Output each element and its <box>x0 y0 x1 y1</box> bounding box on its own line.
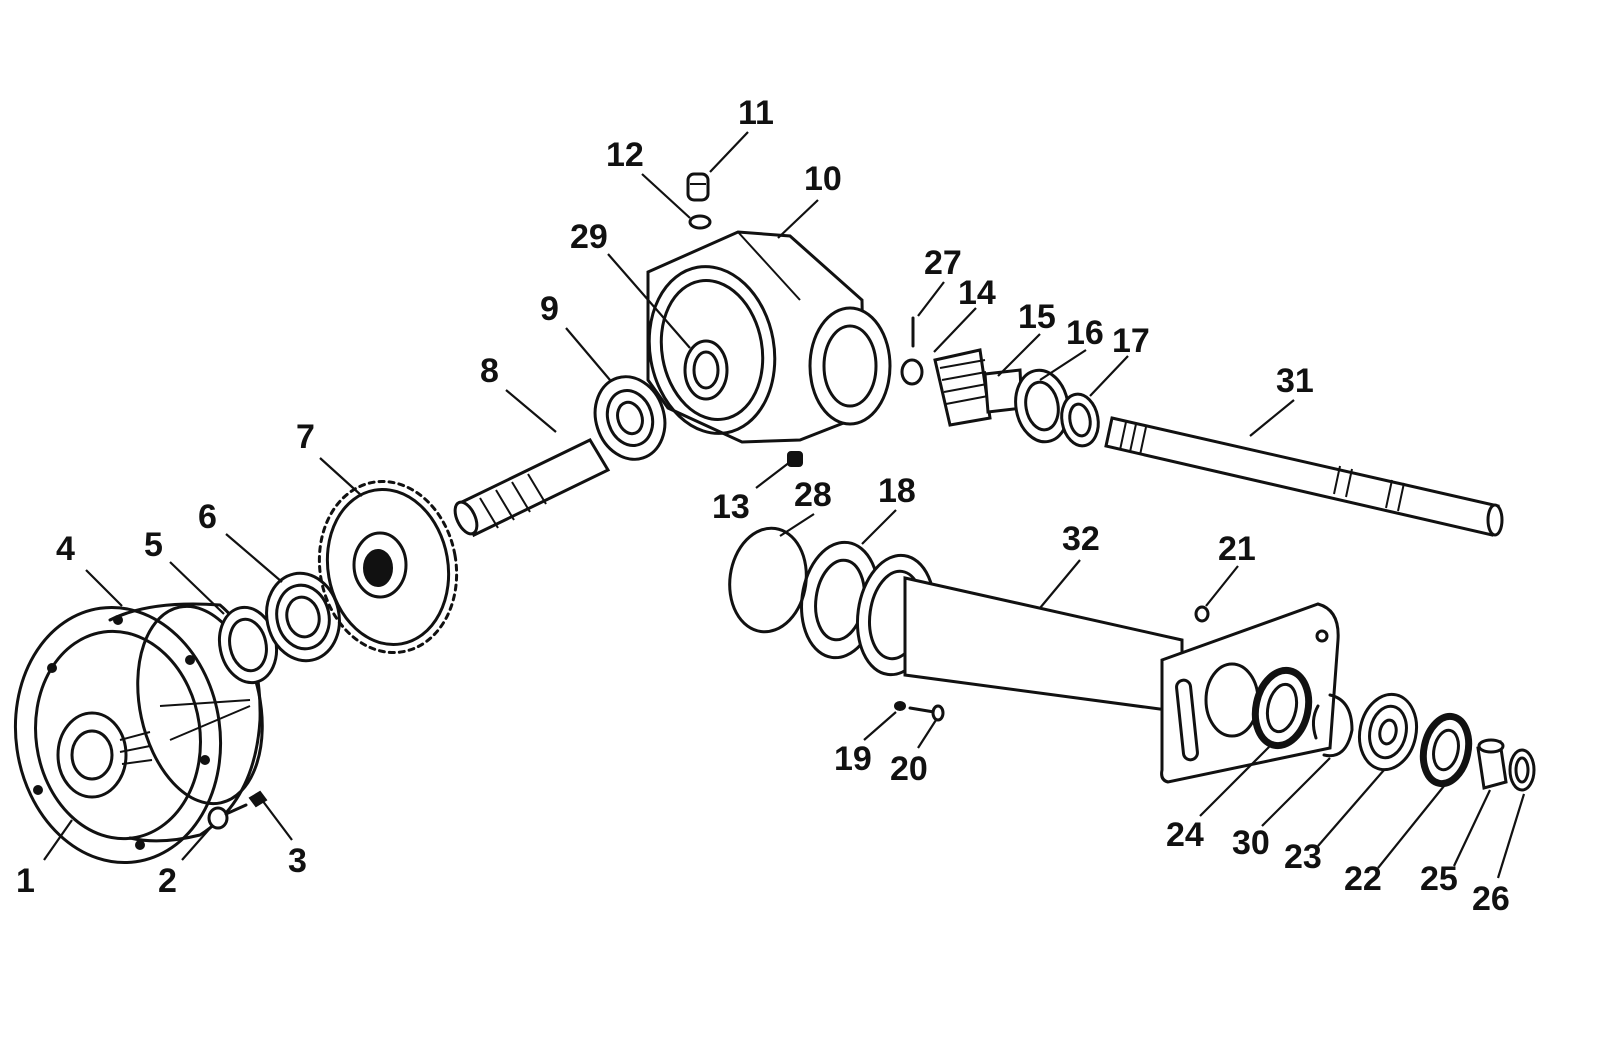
part-32-tube-housing <box>855 553 1340 784</box>
callout-31: 31 <box>1276 362 1314 400</box>
part-5-seal <box>217 605 279 685</box>
part-31-long-shaft <box>1104 416 1504 537</box>
callout-16: 16 <box>1066 314 1104 352</box>
callout-21: 21 <box>1218 530 1256 568</box>
part-7-ring-gear <box>317 479 459 655</box>
part-28-gasket <box>728 526 808 634</box>
part-25-sleeve <box>1476 738 1508 790</box>
callout-25: 25 <box>1420 860 1458 898</box>
callout-6: 6 <box>198 498 217 536</box>
callout-24: 24 <box>1166 816 1204 854</box>
callout-32: 32 <box>1062 520 1100 558</box>
callout-9: 9 <box>540 290 559 328</box>
callout-11: 11 <box>738 94 774 132</box>
part-23-bearing <box>1357 692 1419 772</box>
callout-30: 30 <box>1232 824 1270 862</box>
part-20-bolt <box>908 704 945 722</box>
callout-13: 13 <box>712 488 750 526</box>
callout-27: 27 <box>924 244 962 282</box>
part-11-breather-plug <box>686 172 710 202</box>
callout-18: 18 <box>878 472 916 510</box>
part-30-circlip <box>1311 693 1354 758</box>
callout-19: 19 <box>834 740 872 778</box>
callout-15: 15 <box>1018 298 1056 336</box>
part-4-housing-bell <box>108 602 264 843</box>
part-3-washer <box>248 790 268 808</box>
callout-12: 12 <box>606 136 644 174</box>
part-12-o-ring <box>688 214 712 230</box>
callout-10: 10 <box>804 160 842 198</box>
callout-26: 26 <box>1472 880 1510 918</box>
part-29-seal <box>683 339 729 401</box>
part-21-nut <box>1194 605 1210 623</box>
part-22-seal <box>1419 712 1473 788</box>
callout-labels: 1 2 3 4 5 6 7 8 9 10 11 12 13 14 15 16 1… <box>16 94 1510 918</box>
callout-29: 29 <box>570 218 608 256</box>
callout-5: 5 <box>144 526 163 564</box>
part-6-bearing <box>265 571 341 663</box>
callout-28: 28 <box>794 476 832 514</box>
callout-8: 8 <box>480 352 499 390</box>
callout-22: 22 <box>1344 860 1382 898</box>
part-10-gearbox-housing <box>646 230 892 444</box>
part-8-splined-shaft <box>453 438 611 538</box>
callout-4: 4 <box>56 530 75 568</box>
part-9-bearing <box>593 375 667 461</box>
leader-lines <box>43 131 1526 879</box>
callout-1: 1 <box>16 862 35 900</box>
part-19-washer <box>894 701 906 711</box>
part-26-nut <box>1508 748 1536 792</box>
callout-7: 7 <box>296 418 315 456</box>
part-2-bolt <box>207 803 248 830</box>
callout-2: 2 <box>158 862 177 900</box>
part-24-seal <box>1251 666 1313 750</box>
callout-23: 23 <box>1284 838 1322 876</box>
callout-14: 14 <box>958 274 996 312</box>
part-13-plug <box>787 451 803 467</box>
part-17-ring <box>1060 392 1100 448</box>
callout-20: 20 <box>890 750 928 788</box>
callout-17: 17 <box>1112 322 1150 360</box>
callout-3: 3 <box>288 842 307 880</box>
part-14-pinion <box>900 348 992 427</box>
